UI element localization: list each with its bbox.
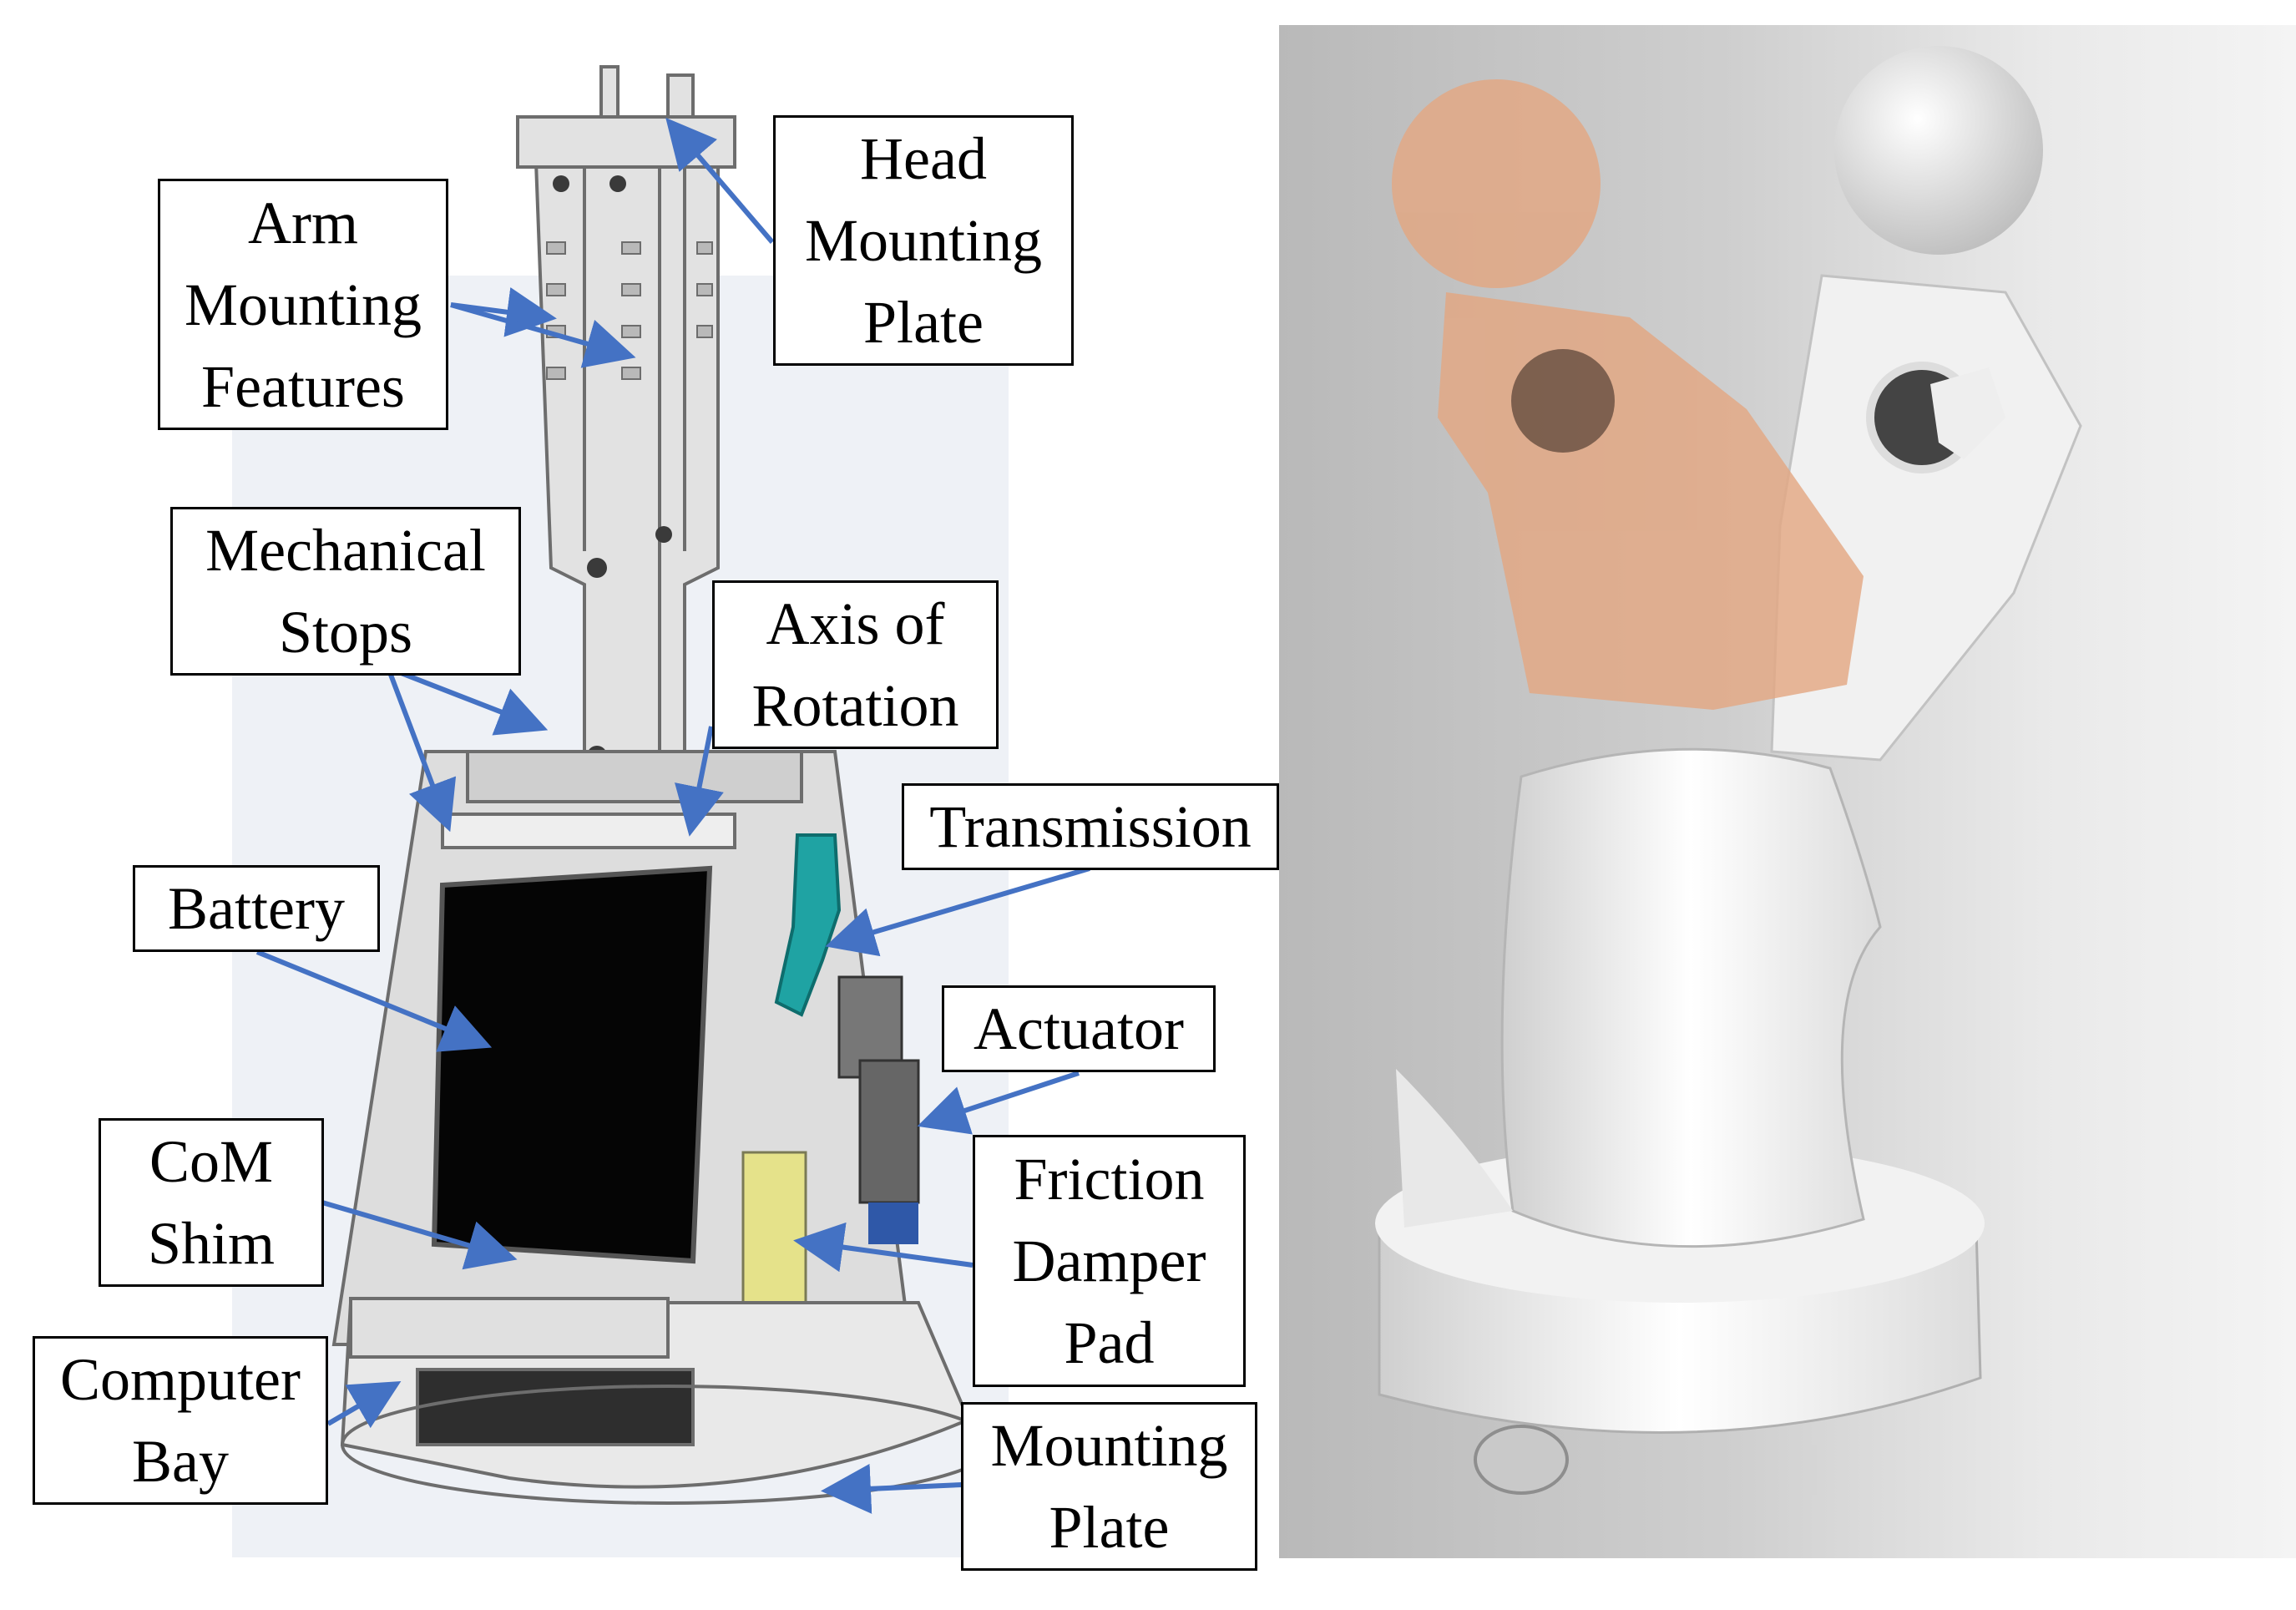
upper-column-frame	[516, 65, 736, 753]
label-actuator: Actuator	[942, 985, 1216, 1072]
actuator-part	[837, 975, 920, 1244]
robot-torso-tilted	[1438, 292, 1864, 710]
leader-transmission	[825, 866, 1090, 957]
label-transmission: Transmission	[902, 783, 1279, 870]
leader-head-mounting-plate	[665, 117, 775, 244]
leader-mech-stops-2	[386, 666, 457, 833]
label-computer-bay: Computer Bay	[33, 1336, 328, 1505]
cad-cutaway-diagram: Head Mounting Plate Arm Mounting Feature…	[33, 65, 1279, 1571]
robot-head-tilted	[1392, 79, 1601, 288]
battery-block	[431, 865, 713, 1264]
leader-friction-damper	[793, 1222, 974, 1273]
robot-render-panel	[1279, 25, 2296, 1558]
leader-mounting-plate	[821, 1463, 963, 1514]
robot-render	[1375, 46, 2082, 1495]
label-battery: Battery	[133, 865, 380, 952]
leader-mech-stops-1	[387, 666, 549, 736]
robot-body	[1500, 747, 1882, 1248]
robot-tilted-pose	[1392, 79, 1864, 710]
leader-actuator	[917, 1071, 1080, 1135]
base-wheels	[1474, 1425, 1817, 1495]
transmission-part	[774, 833, 842, 1017]
leader-battery	[255, 949, 493, 1052]
label-mounting-plate: Mounting Plate	[961, 1402, 1257, 1571]
label-arm-mounting-features: Arm Mounting Features	[158, 179, 448, 430]
leader-lines	[255, 117, 1090, 1514]
label-friction-damper-pad: Friction Damper Pad	[973, 1135, 1246, 1387]
leader-arm-features-2	[450, 302, 636, 368]
label-com-shim: CoM Shim	[99, 1118, 324, 1287]
leader-com-shim	[321, 1200, 518, 1270]
shoulder-joint-tilted	[1511, 349, 1615, 453]
label-head-mounting-plate: Head Mounting Plate	[773, 115, 1074, 366]
leader-axis-of-rotation	[674, 726, 724, 837]
robot-head-upright	[1834, 46, 2043, 255]
leader-computer-bay	[326, 1380, 402, 1429]
label-mechanical-stops: Mechanical Stops	[170, 507, 521, 676]
label-axis-of-rotation: Axis of Rotation	[712, 580, 999, 749]
